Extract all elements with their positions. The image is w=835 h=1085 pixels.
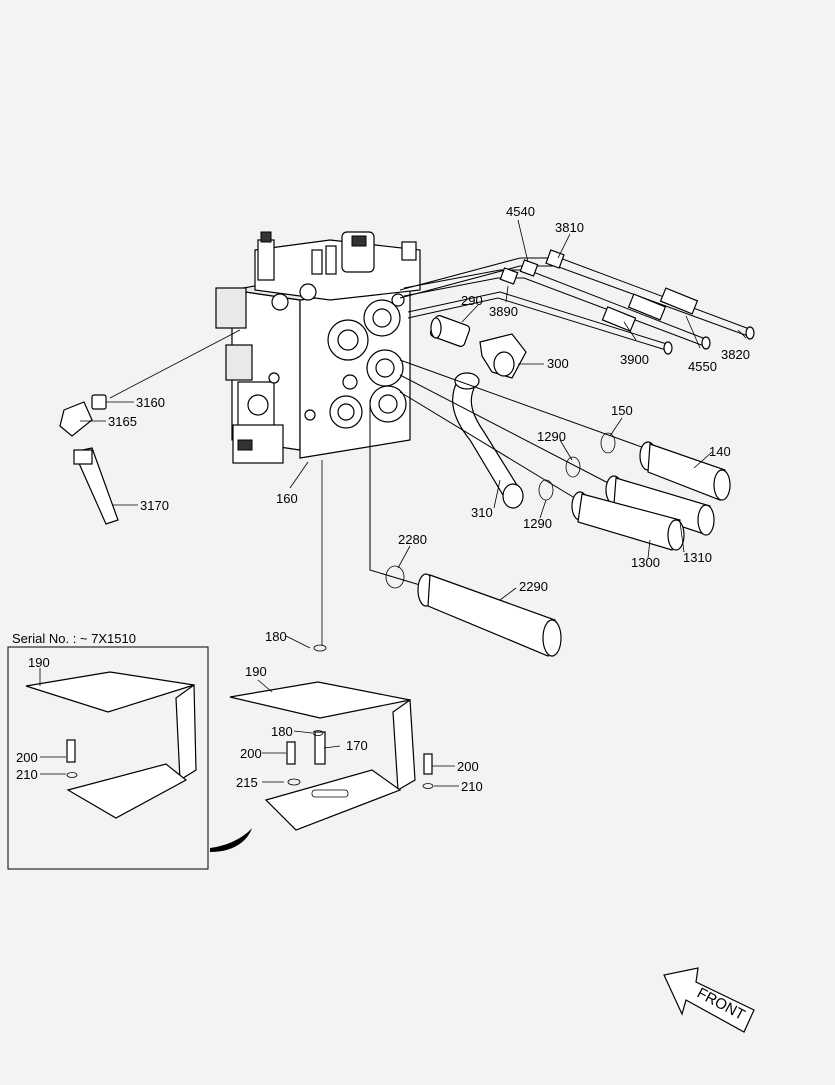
direction-curve [210,828,252,852]
leader-lines [39,219,747,787]
label-290: 290 [461,293,483,308]
left-fittings [59,329,241,525]
label-4540: 4540 [506,204,535,219]
o-rings [385,432,616,589]
label-300: 300 [547,356,569,371]
hose-2290 [369,400,562,657]
label-180: 180 [271,724,293,739]
serial-inset [7,646,252,870]
label-215: 215 [236,775,258,790]
hose-310 [452,372,524,509]
label-180-top: 180 [265,629,287,644]
label-3890: 3890 [489,304,518,319]
label-3165: 3165 [108,414,137,429]
label-310: 310 [471,505,493,520]
hose-1300 [399,391,685,551]
front-direction-arrow [663,967,755,1033]
label-1300: 1300 [631,555,660,570]
label-3820: 3820 [721,347,750,362]
inset-label-200: 200 [16,750,38,765]
mounting-bracket [229,460,434,831]
label-150: 150 [611,403,633,418]
label-2290: 2290 [519,579,548,594]
label-3160: 3160 [136,395,165,410]
label-3170: 3170 [140,498,169,513]
label-1310: 1310 [683,550,712,565]
label-3900: 3900 [620,352,649,367]
label-1290-a: 1290 [537,429,566,444]
inset-title: Serial No. : ~ 7X1510 [12,631,136,646]
label-3810: 3810 [555,220,584,235]
label-160: 160 [276,491,298,506]
hose-1310 [399,374,715,536]
inset-label-210: 210 [16,767,38,782]
label-190: 190 [245,664,267,679]
label-170: 170 [346,738,368,753]
label-140: 140 [709,444,731,459]
inset-label-190: 190 [28,655,50,670]
main-control-valve [215,231,421,464]
label-210: 210 [461,779,483,794]
label-200-left: 200 [240,746,262,761]
label-4550: 4550 [688,359,717,374]
label-2280: 2280 [398,532,427,547]
label-200-right: 200 [457,759,479,774]
hose-140 [399,359,731,501]
label-1290-b: 1290 [523,516,552,531]
